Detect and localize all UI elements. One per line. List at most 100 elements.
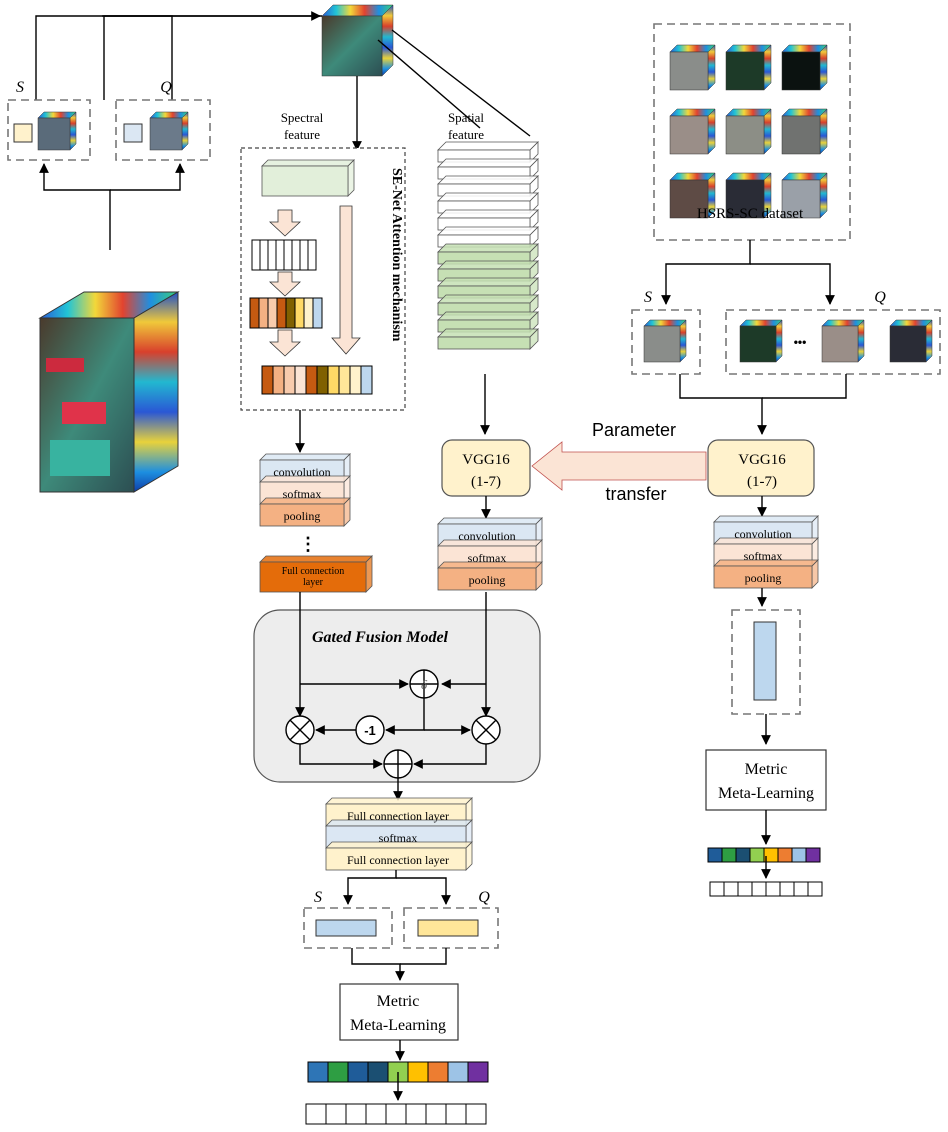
spatial-layer-top [437,141,539,151]
se-mid-bands-cell [258,297,269,329]
spec-fc-text-line: Full connection [282,566,345,577]
hsrs-sample-cube-top [725,172,772,181]
hsi-field-red-b [46,358,84,372]
edge-mul-left-to-add [299,744,383,769]
hsi-cube-side [133,291,179,493]
parameter-transfer-arrow [531,441,707,491]
class-color-row-left-cell [467,1061,489,1083]
hsrs-sample-cube [781,179,821,219]
spatial-layer-top [437,226,539,236]
spatial-layer-top [437,175,539,185]
class-output-row-right-cell [709,881,725,897]
class-output-row-left-cell [465,1103,487,1125]
se-net-label: SE-Net Attention mechanism [389,168,404,342]
meta-learning-text-left: Meta-Learning [350,1017,446,1034]
se-skip-arrow [331,205,361,355]
right-convolution-text: convolution [734,527,791,541]
gated-fusion-box [253,609,541,783]
right-q-cube-3-side [925,319,933,363]
se-input-block [261,165,349,197]
hsrs-sample-cube-side [707,44,716,91]
se-white-bands-cell [307,239,317,271]
hsrs-sample-cube-side [819,108,828,155]
bottom-q-vector [417,919,479,937]
spatial-layer-top [437,243,539,253]
right-q-ellipsis: ••• [794,335,807,349]
hsrs-sample-cube-side [763,108,772,155]
spatial-feature-label: Spatial feature [448,110,484,142]
right-q-cube-1 [739,325,777,363]
spat-pooling-layer [437,567,537,591]
edge-fc-to-s [343,870,397,905]
hsrs-sample-cube-side [707,108,716,155]
right-pooling-text: pooling [745,571,782,585]
edge-right-s-to-vgg [679,374,767,435]
edge-hsi-to-s [39,163,111,250]
edge-s-to-metric [351,948,405,981]
fused-softmax-text: softmax [379,831,418,845]
hsrs-sample-cube [725,115,765,155]
spat-convolution-text: convolution [458,529,515,543]
class-color-row-left-cell [347,1061,369,1083]
spatial-feature-label-line: feature [448,127,484,142]
se-output-bands-cell [349,365,362,395]
spatial-layer-top [437,192,539,202]
se-input-block-side [347,159,355,197]
sigma-symbol: δ [421,677,428,692]
spatial-layer-top [437,328,539,338]
s-thumb-cube-side [69,111,77,151]
hsrs-sample-cube [725,51,765,91]
spat-pooling-text: pooling [469,573,506,587]
spatial-layer [437,336,531,350]
se-arrow-1 [268,209,302,237]
bottom-s-vector [315,919,377,937]
vgg16-left-layers: (1-7) [471,474,501,490]
se-white-bands-cell [259,239,269,271]
right-q-cube-1-top [739,319,783,327]
class-color-row-left-cell [327,1061,349,1083]
right-s-cube-top [643,319,687,327]
spatial-feature-label-line: Spatial [448,110,484,125]
se-output-bands-cell [327,365,340,395]
metric-meta-learning-box-left [339,983,459,1041]
se-mid-bands-cell [249,297,260,329]
se-mid-bands-cell [267,297,278,329]
edge-q-to-metric [400,948,447,965]
q-label-left: Q [160,79,172,96]
hsi-field-teal [50,440,110,476]
class-color-row-left-cell [407,1061,429,1083]
edge-mul-right-to-add [413,744,487,769]
spatial-layer-top [437,277,539,287]
right-convolution-layer-top [713,515,819,523]
parameter-label: Parameter [592,420,676,440]
se-white-bands-cell [275,239,285,271]
spec-vertical-ellipsis: ⋮ [299,534,317,554]
hsrs-sample-cube-side [819,44,828,91]
edge-right-q-to-vgg [762,374,847,399]
class-output-row-right-cell [793,881,809,897]
hsrs-sample-cube [669,51,709,91]
class-color-row-right-cell [805,847,821,863]
class-color-row-right-cell [791,847,807,863]
class-output-row-right-cell [779,881,795,897]
se-output-bands-cell [261,365,274,395]
class-color-row-right-cell [735,847,751,863]
spec-pooling-text: pooling [284,509,321,523]
spatial-layer-top [437,158,539,168]
right-s-cube [643,325,681,363]
class-color-row-right-cell [721,847,737,863]
right-q-cube-3 [889,325,927,363]
class-output-row-left-cell [445,1103,467,1125]
class-output-row-right-cell [807,881,823,897]
top-hsi-cube-top [321,4,394,17]
right-q-cube-2-top [821,319,865,327]
spec-convolution-text: convolution [273,465,330,479]
hsrs-dataset-label: HSRS-SC dataset [697,206,804,222]
hsrs-sample-cube [669,115,709,155]
hsrs-sample-cube-top [669,172,716,181]
class-output-row-left-cell [345,1103,367,1125]
metric-text-left: Metric [377,993,420,1010]
right-q-cube-3-top [889,319,933,327]
top-hsi-cube [321,15,383,77]
